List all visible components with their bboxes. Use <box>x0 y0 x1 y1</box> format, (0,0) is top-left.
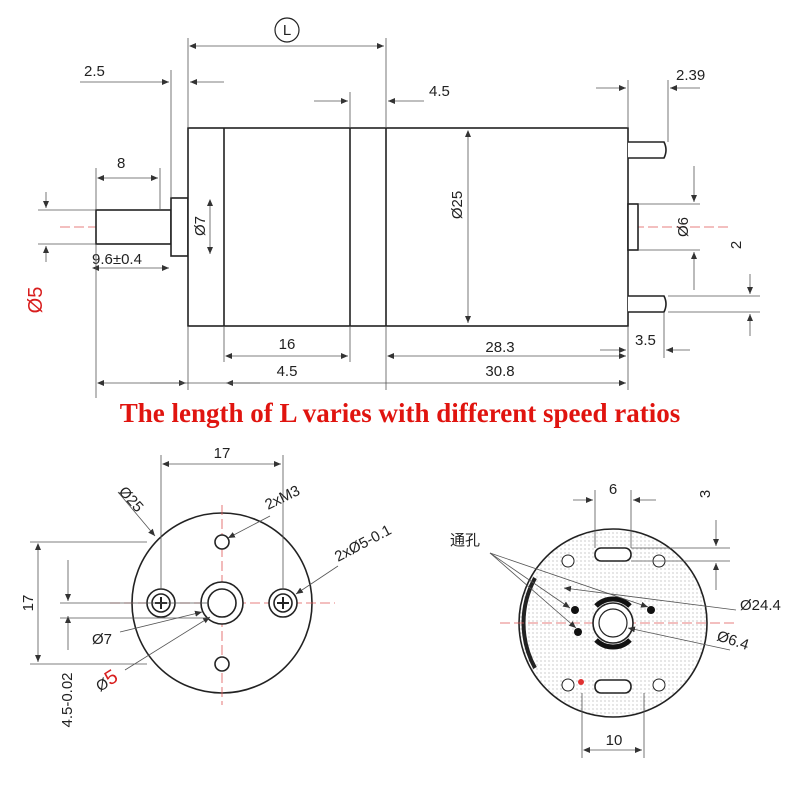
dim-16: 16 <box>279 336 296 353</box>
dim-d25-side: Ø25 <box>449 191 466 219</box>
dim-d5-side-value: 5 <box>25 287 47 298</box>
speed-ratio-note: The length of L varies with different sp… <box>119 398 681 428</box>
dim-4-5-top: 4.5 <box>429 83 450 100</box>
dim-28-3: 28.3 <box>485 339 514 356</box>
dim-8: 8 <box>117 155 125 172</box>
dim-2-5: 2.5 <box>84 63 105 80</box>
output-shaft <box>95 209 172 245</box>
L-label-circle <box>274 17 300 43</box>
red-marker-dot <box>578 679 584 685</box>
side-view: L 2.5 4.5 2.39 8 Ø25 Ø7 <box>25 17 760 398</box>
dim-d25-front: Ø25 <box>115 483 147 515</box>
motor-body <box>187 127 629 327</box>
terminal-slot-top <box>594 547 632 562</box>
m3-hole-bottom <box>214 656 230 672</box>
svg-text:Ø5: Ø5 <box>91 666 122 697</box>
shaft-boss <box>170 197 189 257</box>
svg-text:Ø5: Ø5 <box>25 287 47 314</box>
through-hole-label: 通孔 <box>450 531 480 549</box>
dim-2-39: 2.39 <box>676 67 705 84</box>
m3-hole-top <box>214 534 230 550</box>
dim-d7-side: Ø7 <box>192 216 209 236</box>
front-shaft-inner <box>207 588 237 618</box>
terminal-bottom <box>628 295 667 313</box>
dim-4-5-0-02: 4.5-0.02 <box>59 672 76 727</box>
screw-right <box>268 588 298 618</box>
rear-view: 6 3 通孔 Ø24.4 Ø6.4 10 <box>450 481 781 758</box>
dim-d5-side-symbol: Ø <box>25 298 47 314</box>
dim-17-top: 17 <box>214 445 231 462</box>
dim-2-side: 2 <box>728 241 745 249</box>
dim-17-left: 17 <box>20 595 37 612</box>
dim-6-rear: 6 <box>609 481 617 498</box>
terminal-slot-bottom <box>594 679 632 694</box>
L-label: L <box>283 22 291 39</box>
front-view: 17 Ø25 2xM3 2xØ5-0.1 17 Ø7 Ø5 4.5-0.02 <box>20 445 394 728</box>
dim-2xm3: 2xM3 <box>262 482 302 513</box>
terminal-top <box>628 141 667 159</box>
dim-d7-front: Ø7 <box>92 631 112 648</box>
dim-d24-4: Ø24.4 <box>740 597 781 614</box>
dim-d6-side: Ø6 <box>675 217 692 237</box>
dim-3-5: 3.5 <box>635 332 656 349</box>
dim-10-rear: 10 <box>606 732 623 749</box>
dim-4-5-bottom: 4.5 <box>277 363 298 380</box>
rear-bearing-cap <box>627 203 639 251</box>
dim-2xd5-0-1: 2xØ5-0.1 <box>332 522 394 566</box>
dim-3-rear: 3 <box>697 490 714 498</box>
dim-9-6: 9.6±0.4 <box>92 251 142 268</box>
dim-d6-4: Ø6.4 <box>715 628 751 654</box>
dim-30-8: 30.8 <box>485 363 514 380</box>
